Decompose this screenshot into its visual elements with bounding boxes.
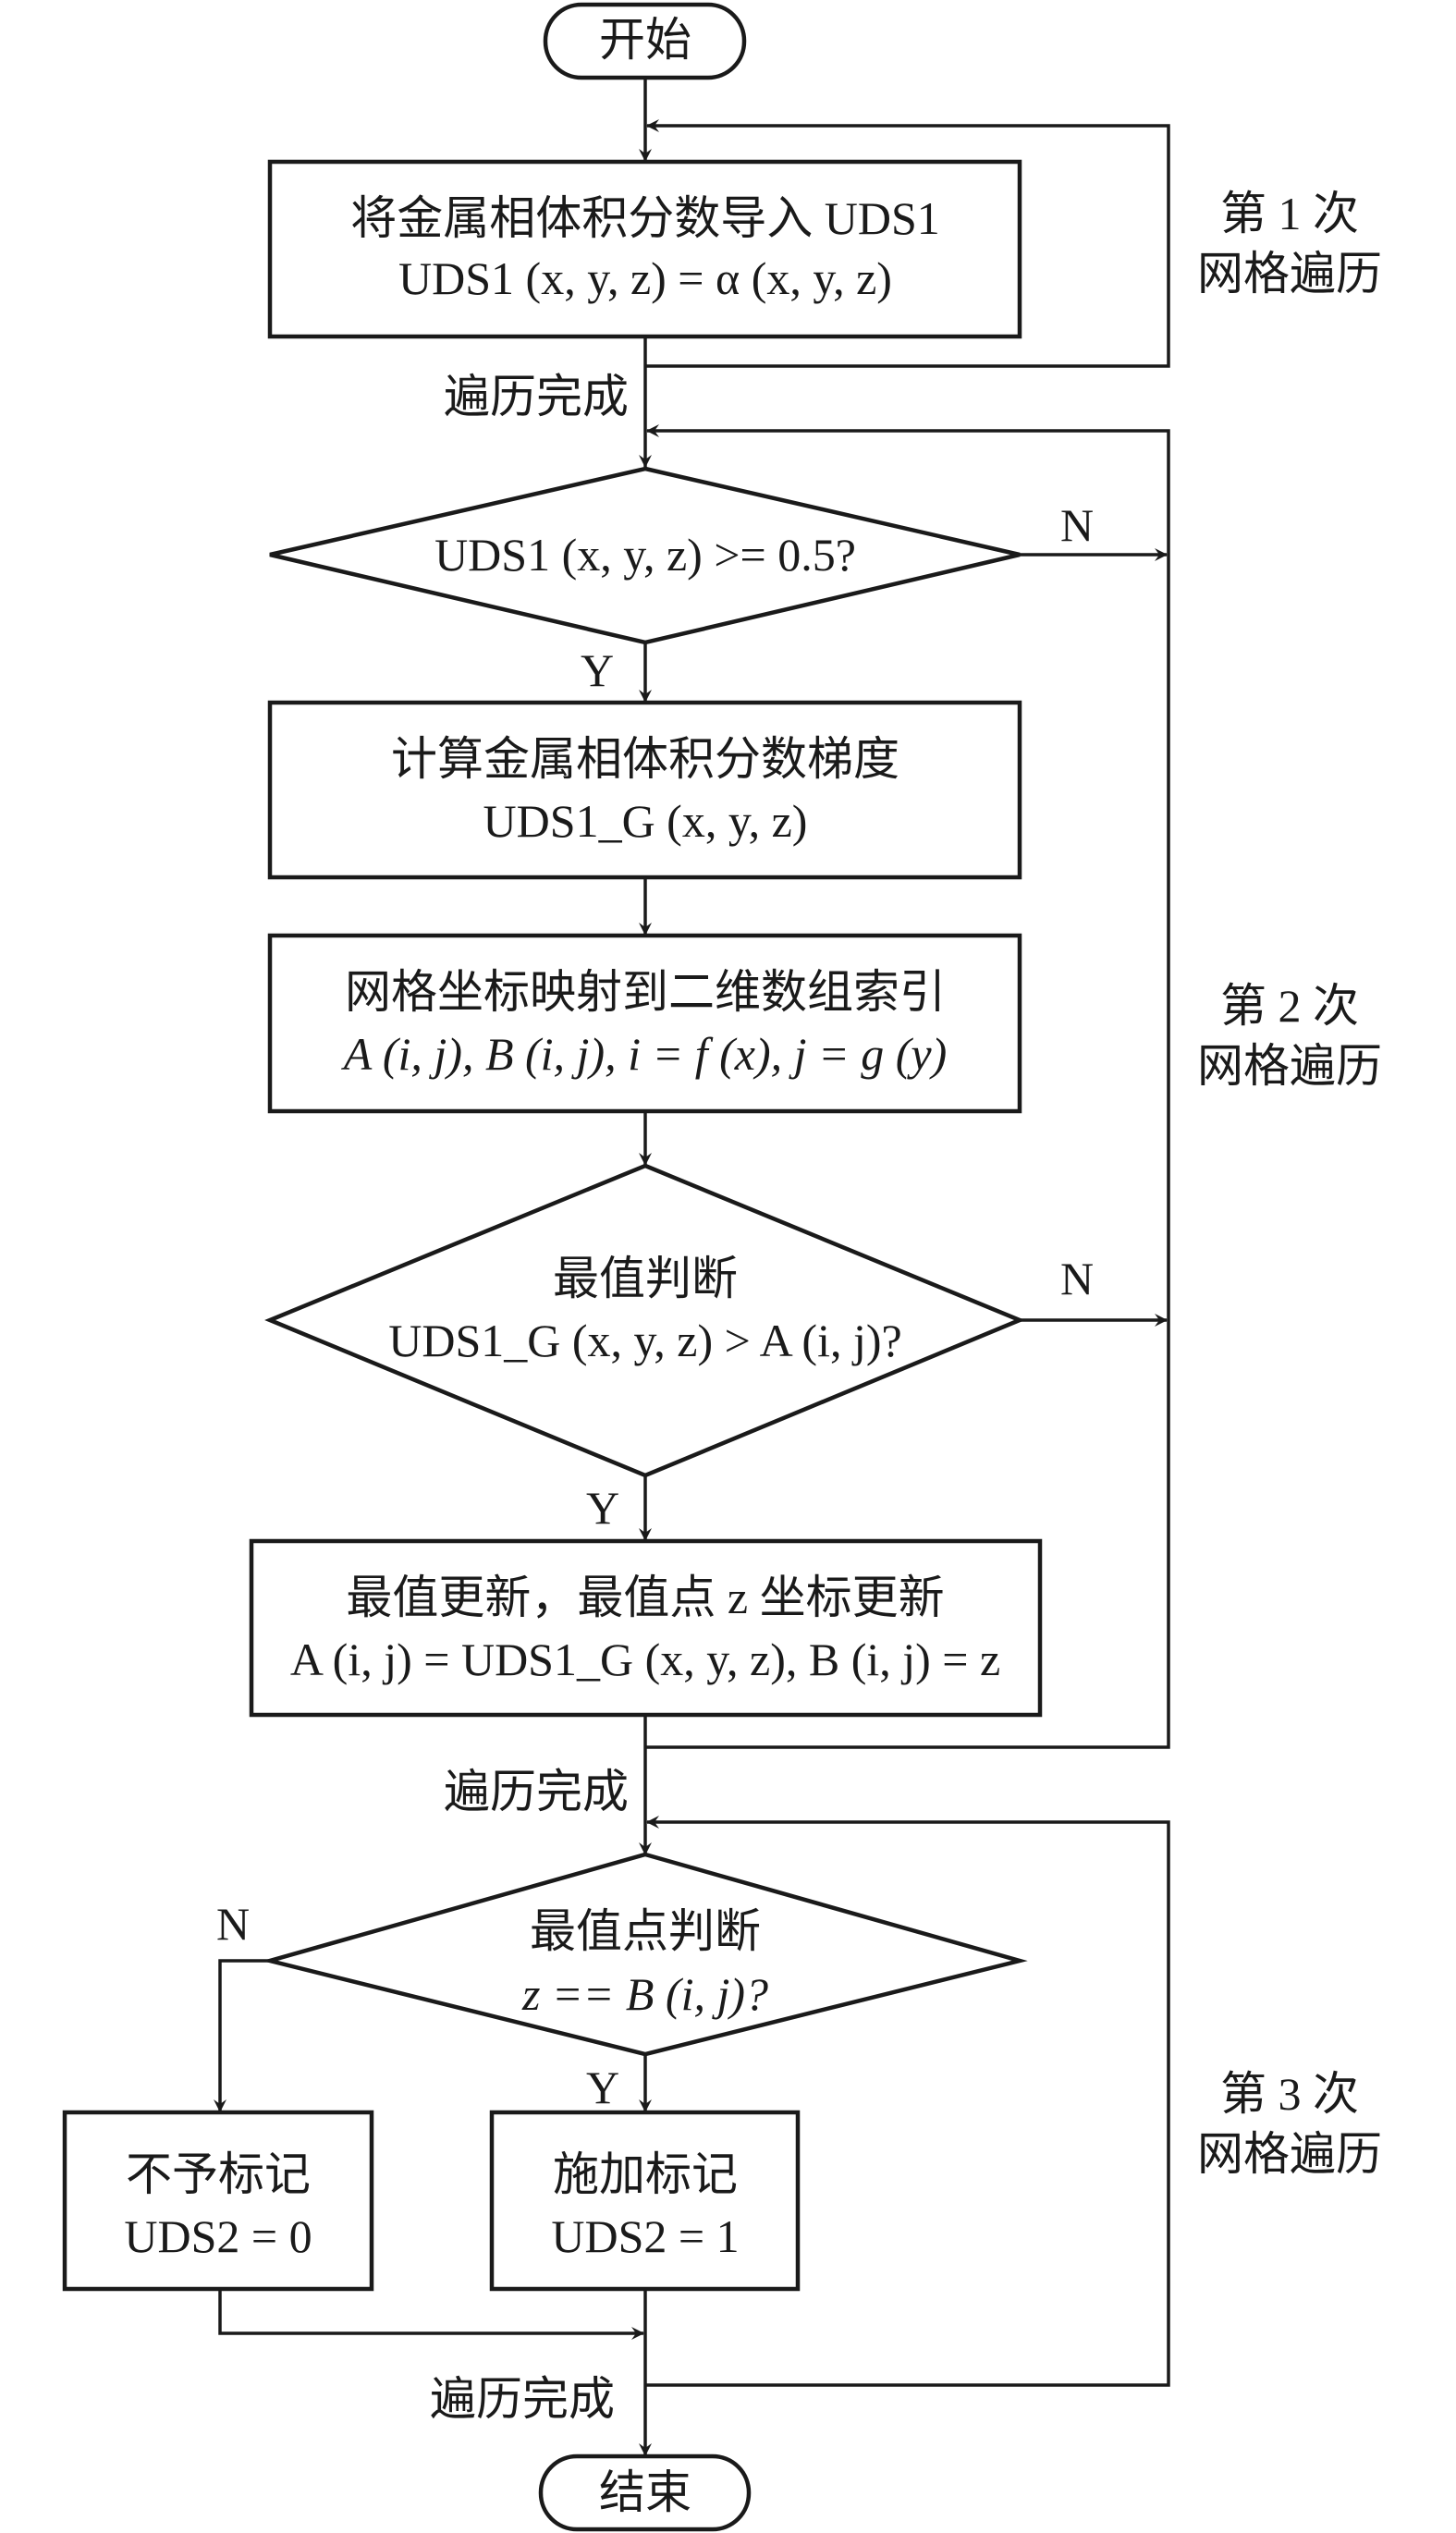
loop-label-1-line1: 第 1 次: [1220, 188, 1359, 239]
traversal-done-label-2: 遍历完成: [444, 1766, 629, 1817]
mark-box: 施加标记 UDS2 = 1: [489, 2110, 801, 2292]
yes-label-3: Y: [586, 2062, 619, 2113]
mark-box-line2: UDS2 = 1: [551, 2210, 739, 2262]
mapping-box: 网格坐标映射到二维数组索引 A (i, j), B (i, j), i = f …: [267, 933, 1022, 1114]
loop3-return-line: [645, 1816, 1170, 2387]
no-mark-box-line1: 不予标记: [126, 2148, 311, 2200]
point-decision-line1: 最值点判断: [530, 1905, 761, 1957]
gradient-box-line1: 计算金属相体积分数梯度: [391, 733, 899, 785]
loop-label-3-line1: 第 3 次: [1220, 2068, 1359, 2120]
gradient-box: 计算金属相体积分数梯度 UDS1_G (x, y, z): [267, 700, 1022, 880]
max-decision-line1: 最值判断: [553, 1253, 738, 1304]
end-node: 结束: [538, 2453, 752, 2532]
threshold-decision: UDS1 (x, y, z) >= 0.5?: [269, 466, 1021, 645]
point-decision-line2: z == B (i, j)?: [521, 1968, 768, 2020]
no-mark-box-line2: UDS2 = 0: [124, 2210, 312, 2262]
max-decision: 最值判断 UDS1_G (x, y, z) > A (i, j)?: [264, 1163, 1025, 1478]
no-mark-box: 不予标记 UDS2 = 0: [62, 2110, 374, 2292]
loop-label-2-line2: 网格遍历: [1197, 1040, 1382, 1092]
arrow-nomark-merge: [218, 2289, 644, 2340]
update-box: 最值更新，最值点 z 坐标更新 A (i, j) = UDS1_G (x, y,…: [249, 1538, 1043, 1718]
no-label-1: N: [1060, 499, 1094, 551]
update-box-line2: A (i, j) = UDS1_G (x, y, z), B (i, j) = …: [290, 1634, 1000, 1685]
loop-label-3-line2: 网格遍历: [1197, 2128, 1382, 2180]
yes-label-1: Y: [581, 644, 614, 696]
start-node: 开始: [543, 2, 747, 80]
max-decision-line2: UDS1_G (x, y, z) > A (i, j)?: [388, 1315, 901, 1366]
traversal-done-label-1: 遍历完成: [444, 371, 629, 422]
import-box-line1: 将金属相体积分数导入 UDS1: [350, 192, 940, 244]
no-label-2: N: [1060, 1253, 1094, 1304]
gradient-box-line2: UDS1_G (x, y, z): [483, 795, 808, 847]
mapping-box-line1: 网格坐标映射到二维数组索引: [345, 966, 946, 1018]
no-label-3: N: [216, 1898, 250, 1950]
yes-label-2: Y: [586, 1482, 619, 1534]
arrow-point-no: [214, 1959, 270, 2112]
loop2-return-line: [645, 424, 1170, 1749]
loop-label-1: 第 1 次 网格遍历: [1197, 188, 1382, 300]
loop-label-2-line1: 第 2 次: [1220, 980, 1359, 1032]
import-box-line2: UDS1 (x, y, z) = α (x, y, z): [398, 252, 892, 304]
mark-box-line1: 施加标记: [553, 2148, 738, 2200]
update-box-line1: 最值更新，最值点 z 坐标更新: [346, 1572, 944, 1623]
mapping-box-line2: A (i, j), B (i, j), i = f (x), j = g (y): [341, 1028, 948, 1080]
point-decision: 最值点判断 z == B (i, j)?: [262, 1852, 1028, 2057]
loop-label-2: 第 2 次 网格遍历: [1197, 980, 1382, 1092]
start-label: 开始: [599, 14, 691, 66]
connectors: [214, 78, 1170, 2456]
import-box: 将金属相体积分数导入 UDS1 UDS1 (x, y, z) = α (x, y…: [267, 159, 1022, 339]
loop-label-3: 第 3 次 网格遍历: [1197, 2068, 1382, 2180]
loop1-return-line: [645, 119, 1170, 368]
loop-label-1-line2: 网格遍历: [1197, 248, 1382, 300]
traversal-done-label-3: 遍历完成: [430, 2373, 615, 2425]
end-label: 结束: [599, 2466, 691, 2518]
threshold-decision-line1: UDS1 (x, y, z) >= 0.5?: [434, 529, 856, 581]
